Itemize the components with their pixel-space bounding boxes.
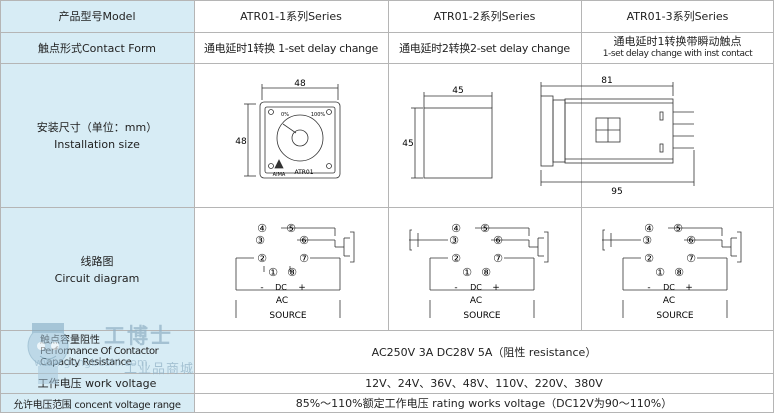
terminal-5: ⑤ — [673, 222, 683, 235]
source-label: SOURCE — [269, 311, 306, 321]
watermark-name: 工博士 — [104, 324, 173, 348]
contact-form-3-en: 1-set delay change with inst contact — [602, 48, 753, 59]
label-cell-contact — [0, 32, 194, 63]
terminal-2: ② — [644, 252, 654, 265]
dim-3-top: 81 — [601, 76, 612, 86]
label-allow-range: 允许电压范围 concent voltage range — [13, 399, 181, 411]
face-label: ATR01 — [294, 169, 313, 176]
minus-sign: - — [647, 283, 650, 293]
ac-label: AC — [470, 296, 482, 306]
plus-sign: + — [298, 283, 306, 293]
dim-2-height: 45 — [402, 139, 413, 149]
label-install-en: Installation size — [54, 138, 140, 151]
terminal-3: ③ — [449, 234, 459, 247]
scale-a: 0% — [281, 112, 289, 118]
minus-sign: - — [260, 283, 263, 293]
label-circuit-cn: 线路图 — [80, 254, 114, 268]
allow-range-value: 85%～110%额定工作电压 rating works voltage（DC12… — [295, 397, 673, 410]
scale-b: 100% — [311, 112, 326, 118]
plus-sign: + — [685, 283, 693, 293]
terminal-4: ④ — [451, 222, 461, 235]
dim-3-bottom: 95 — [611, 187, 622, 197]
label-cell-circuit — [0, 207, 194, 330]
label-capacity-en2: Capacity Resistance — [40, 357, 132, 368]
terminal-4: ④ — [257, 222, 267, 235]
watermark-mall: 工业品商城 — [124, 362, 195, 377]
terminal-2: ② — [257, 252, 267, 265]
brand-text: AIMA — [273, 172, 286, 178]
terminal-1: ① — [462, 266, 472, 279]
contact-form-3-cn: 通电延时1转换带瞬动触点 — [613, 34, 742, 48]
model-2: ATR01-2系列Series — [433, 10, 536, 23]
watermark-url: www.gongboshi.com — [34, 356, 148, 369]
ac-label: AC — [663, 296, 675, 306]
dc-symbol-3: DC — [663, 283, 675, 292]
terminal-3: ③ — [255, 234, 265, 247]
contact-form-2: 通电延时2转换2-set delay change — [399, 41, 570, 55]
terminal-3: ③ — [642, 234, 652, 247]
terminal-8: ⑧ — [674, 266, 684, 279]
dim-2-width: 45 — [452, 86, 463, 96]
ac-label: AC — [276, 296, 288, 306]
terminal-6: ⑥ — [299, 234, 309, 247]
source-label: SOURCE — [463, 311, 500, 321]
terminal-1: ① — [655, 266, 665, 279]
label-cell-install — [0, 63, 194, 207]
circuit-diagram-1: ④ ⑤ ③ ⑥ ② ⑦ ① ⑧ - DC + AC SOURCE — [235, 222, 355, 321]
terminal-1: ① — [268, 266, 278, 279]
terminal-4: ④ — [644, 222, 654, 235]
circuit-diagram-3: ④ ⑤ ③ ⑥ ② ⑦ ① ⑧ - DC + AC SOURCE — [602, 222, 742, 321]
label-contact-form: 触点形式Contact Form — [37, 41, 156, 55]
watermark-mascot-icon — [27, 323, 69, 384]
capacity-value: AC250V 3A DC28V 5A（阻性 resistance） — [371, 345, 597, 359]
dc-symbol-1: DC — [275, 283, 287, 292]
terminal-7: ⑦ — [686, 252, 696, 265]
model-1: ATR01-1系列Series — [240, 10, 342, 23]
terminal-6: ⑥ — [686, 234, 696, 247]
label-install-cn: 安装尺寸（单位：mm） — [36, 121, 158, 134]
dim-1-width: 48 — [294, 79, 306, 89]
label-model: 产品型号Model — [58, 10, 136, 23]
label-circuit-en: Circuit diagram — [54, 271, 140, 285]
label-cell-allow-range — [0, 393, 194, 413]
dim-1-height: 48 — [235, 137, 247, 147]
minus-sign: - — [454, 283, 457, 293]
terminal-7: ⑦ — [493, 252, 503, 265]
terminal-5: ⑤ — [286, 222, 296, 235]
source-label: SOURCE — [656, 311, 693, 321]
terminal-7: ⑦ — [299, 252, 309, 265]
terminal-2: ② — [451, 252, 461, 265]
label-cell-model — [0, 0, 194, 32]
contact-form-1: 通电延时1转换 1-set delay change — [203, 41, 378, 55]
terminal-8: ⑧ — [481, 266, 491, 279]
circuit-diagram-2: ④ ⑤ ③ ⑥ ② ⑦ ① ⑧ - DC + AC SOURCE — [409, 222, 549, 321]
terminal-6: ⑥ — [493, 234, 503, 247]
label-capacity-cn: 触点容量阻性 — [40, 335, 100, 346]
label-capacity: 触点容量阻性 Performance Of Contactor Capacity… — [40, 330, 190, 373]
contact-form-3: 通电延时1转换带瞬动触点 1-set delay change with ins… — [581, 32, 774, 63]
model-3: ATR01-3系列Series — [626, 10, 729, 23]
plus-sign: + — [492, 283, 500, 293]
label-capacity-en1: Performance Of Contactor — [40, 346, 159, 357]
dc-symbol-2: DC — [470, 283, 482, 292]
work-voltage-value: 12V、24V、36V、48V、110V、220V、380V — [365, 377, 603, 390]
terminal-8: ⑧ — [287, 266, 297, 279]
label-install: 安装尺寸（单位：mm） Installation size — [0, 63, 194, 207]
label-work-voltage: 工作电压 work voltage — [37, 377, 157, 390]
terminal-5: ⑤ — [480, 222, 490, 235]
label-circuit: 线路图 Circuit diagram — [0, 207, 194, 330]
